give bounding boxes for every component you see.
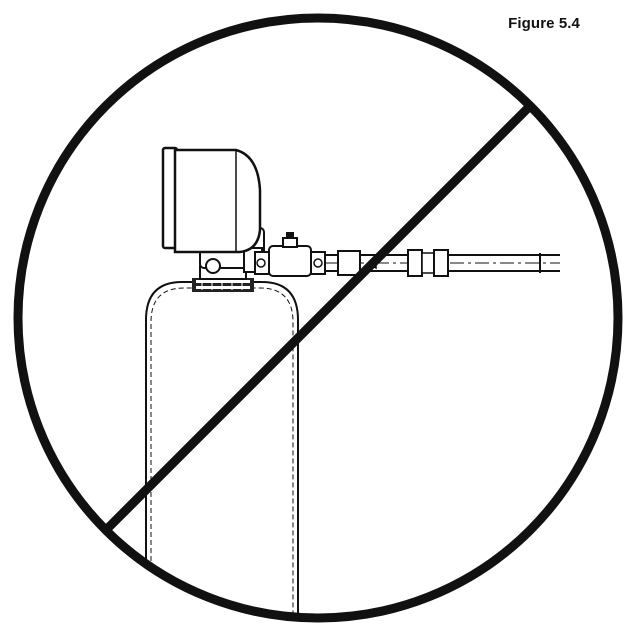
bypass-valve (254, 232, 326, 277)
control-head (161, 146, 262, 254)
figure-label: Figure 5.4 (508, 15, 580, 32)
prohibition-sign (13, 13, 623, 623)
prohibition-slash (104, 104, 532, 532)
equipment-drawing (145, 146, 560, 614)
prohibition-circle (13, 13, 623, 623)
